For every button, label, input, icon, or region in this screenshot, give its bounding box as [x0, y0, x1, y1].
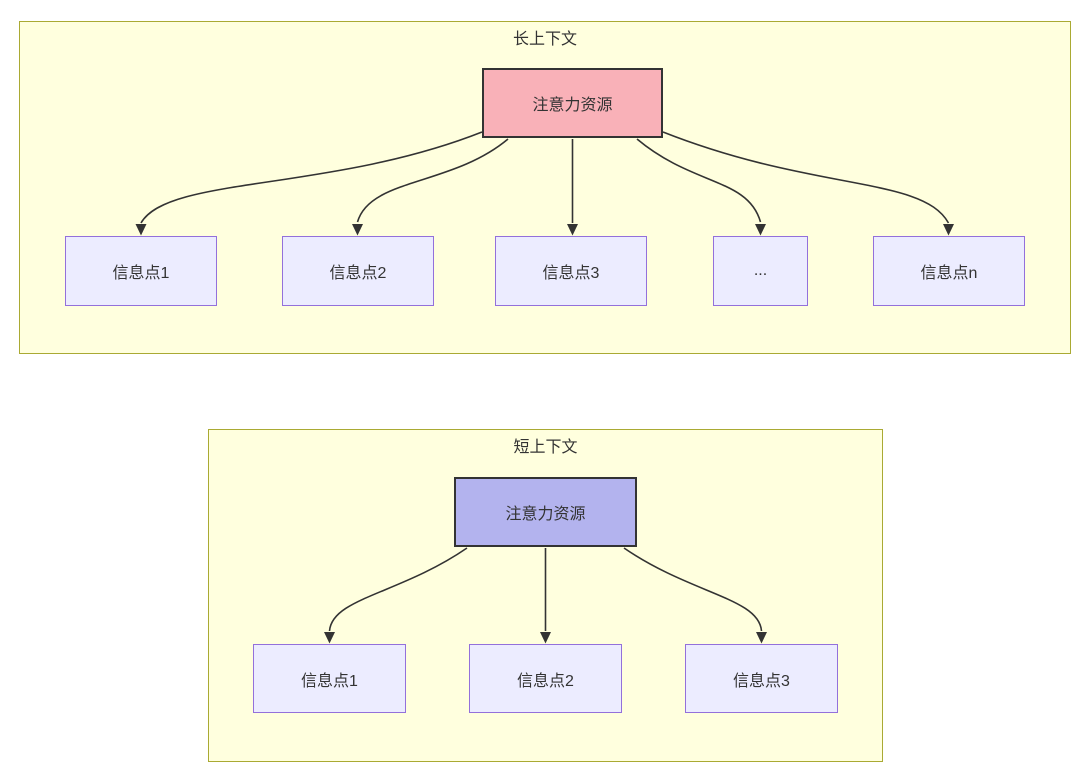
long-info-point-3-node: 信息点3 [495, 236, 647, 306]
long-info-point-2-node: 信息点2 [282, 236, 434, 306]
long-info-point-n-node: 信息点n [873, 236, 1025, 306]
long-context-title: 长上下文 [512, 31, 577, 48]
short-info-point-1-node: 信息点1 [253, 644, 406, 713]
short-context-title: 短上下文 [513, 439, 578, 456]
long-info-point-ellipsis-node: ... [713, 236, 808, 306]
short-info-point-3-node: 信息点3 [685, 644, 838, 713]
long-info-point-1-node: 信息点1 [65, 236, 217, 306]
short-attention-resource-node: 注意力资源 [454, 477, 637, 547]
long-attention-resource-node: 注意力资源 [482, 68, 663, 138]
short-info-point-2-node: 信息点2 [469, 644, 622, 713]
